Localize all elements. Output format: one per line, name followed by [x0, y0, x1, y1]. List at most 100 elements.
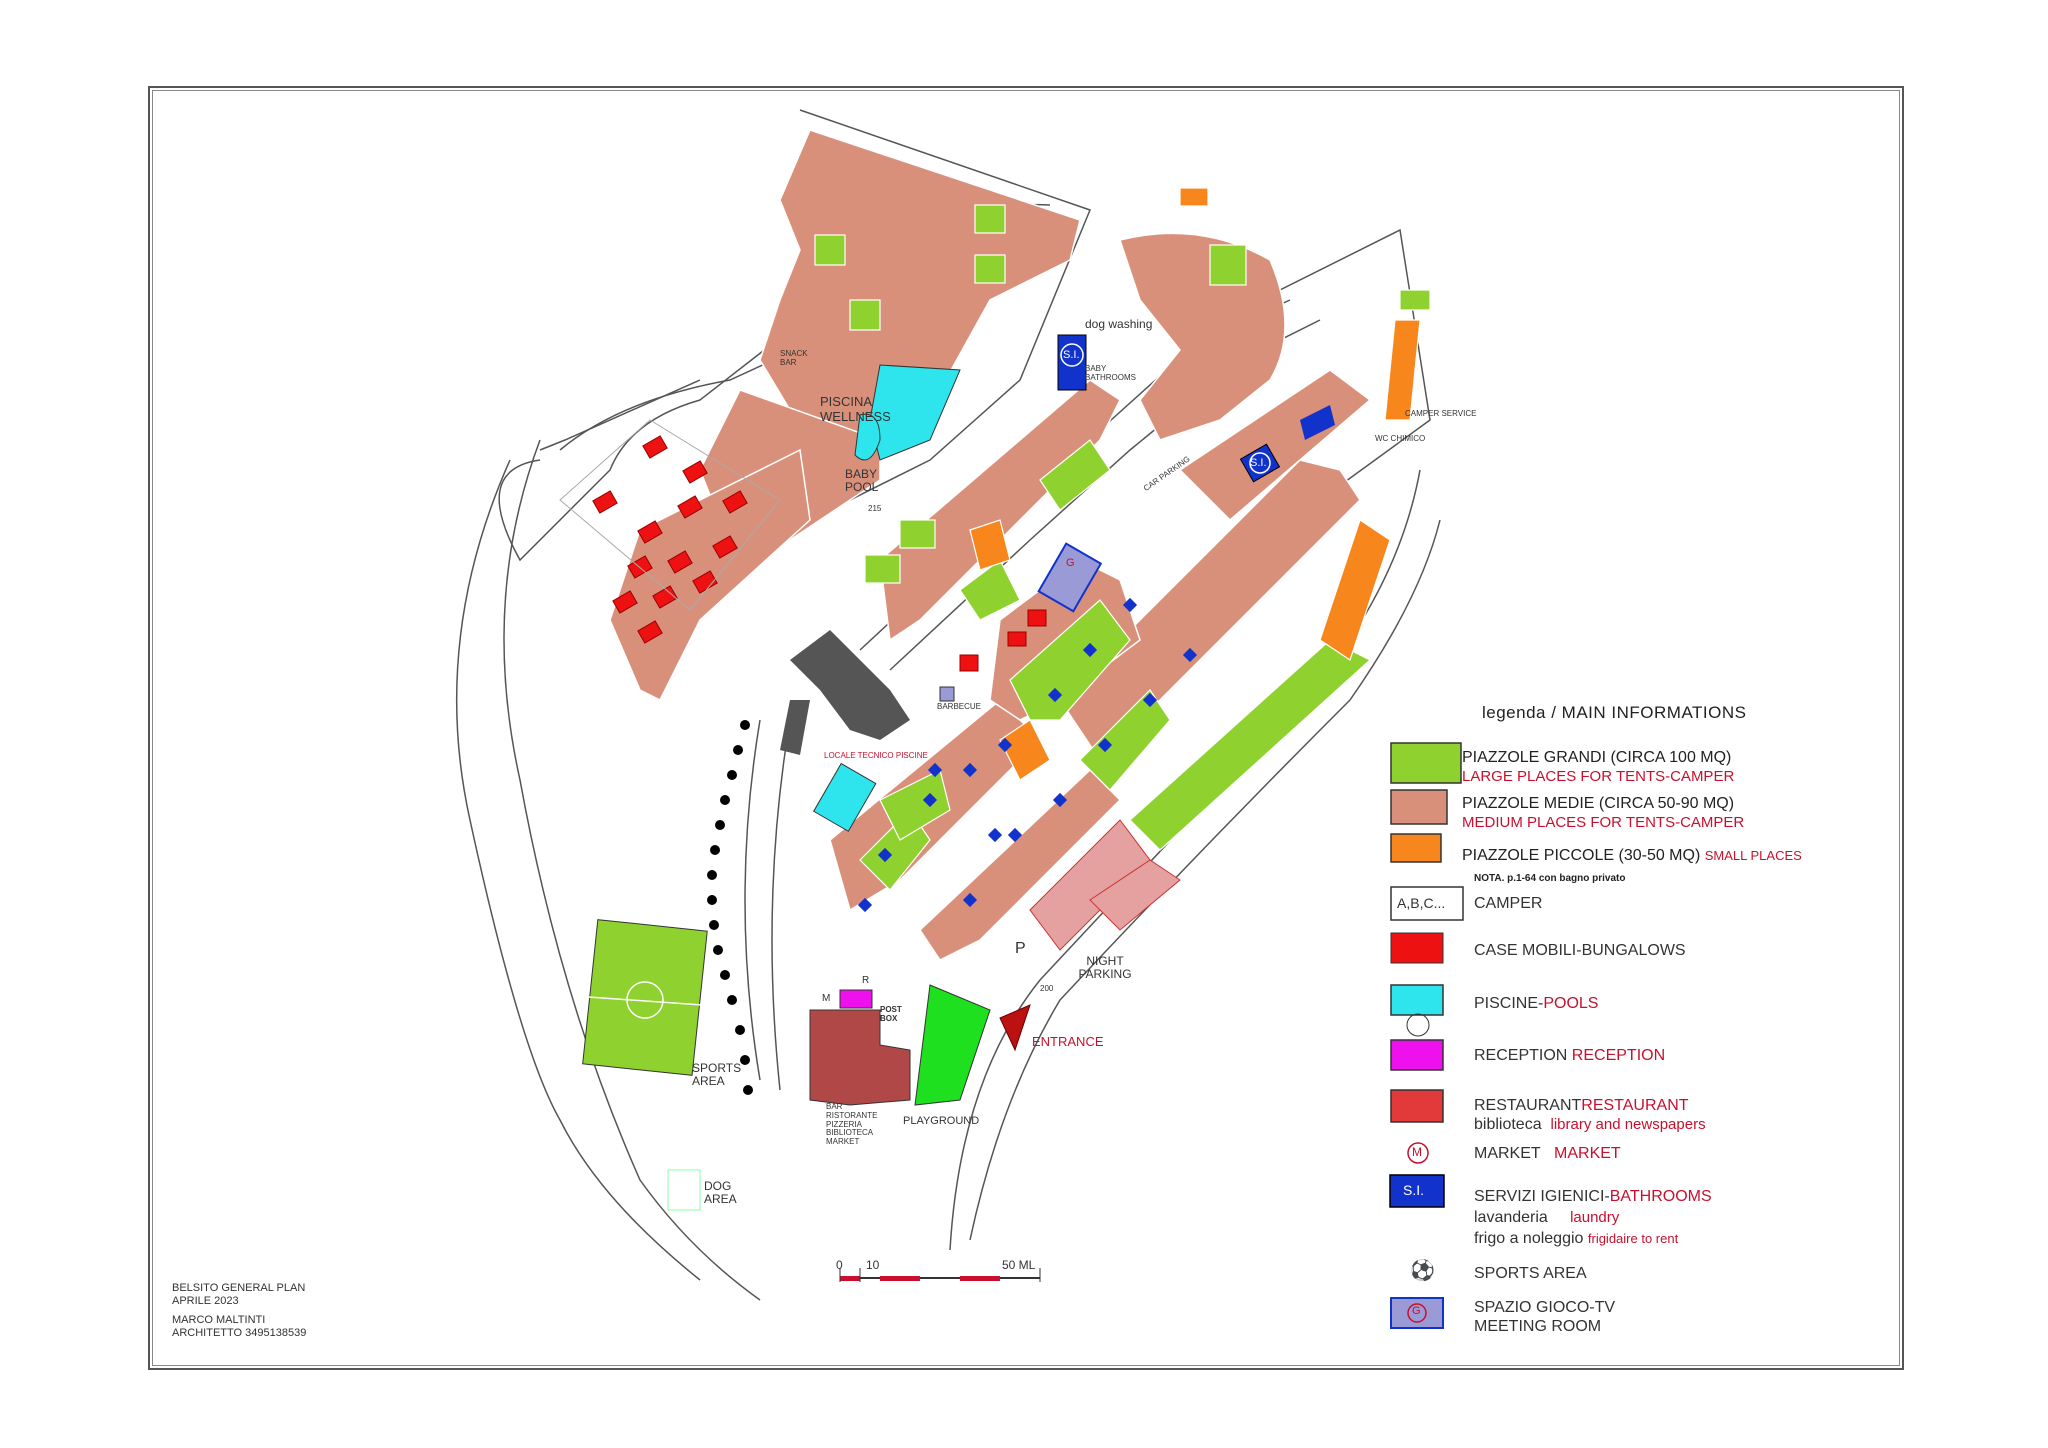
road-outline [799, 109, 1091, 521]
legend-item-large: PIAZZOLE GRANDI (CIRCA 100 MQ) LARGE PLA… [1390, 748, 1734, 786]
pitch-large-row [1129, 639, 1372, 851]
label-si-2: S.I. [1250, 457, 1267, 469]
legend-medium-en: MEDIUM PLACES FOR TENTS-CAMPER [1462, 814, 1745, 831]
road-outline [539, 379, 701, 451]
private-bath-marker [1047, 687, 1063, 703]
legend-bathrooms-it: SERVIZI IGIENICI- [1474, 1188, 1610, 1205]
pitch-area-central [879, 379, 1121, 642]
plan-author: MARCO MALTINTI [172, 1314, 266, 1326]
pitch-large-cluster [1079, 689, 1171, 791]
legend-reception: RECEPTION RECEPTION [1474, 1047, 1665, 1065]
legend-reception-en: RECEPTION [1571, 1047, 1666, 1064]
legend-biblioteca-it: biblioteca [1474, 1116, 1542, 1133]
label-dog-washing: dog washing [1085, 317, 1153, 331]
night-parking-hatch [1089, 859, 1181, 931]
map-frame-inner [152, 90, 1900, 1366]
legend-title: legenda / MAIN INFORMATIONS [1482, 703, 1747, 722]
pitch-small-row [1384, 319, 1421, 421]
legend-swatch-large [1390, 742, 1462, 784]
private-bath-marker [962, 762, 978, 778]
legend-sports: SPORTS AREA [1474, 1265, 1587, 1282]
scale-label-0: 0 [836, 1258, 843, 1272]
label-camper-service: CAMPER SERVICE [1405, 409, 1477, 418]
legend-item-small: PIAZZOLE PICCOLE (30-50 MQ) SMALL PLACES [1390, 846, 1802, 865]
legend-swatch-reception [1406, 1013, 1430, 1037]
tree [713, 945, 723, 955]
pitch-large-cluster [959, 559, 1021, 621]
tree [720, 795, 730, 805]
legend-swatch-meeting [1390, 1297, 1444, 1329]
playground-area [914, 984, 991, 1106]
sports-icon: ⚽ [1410, 1260, 1435, 1282]
bungalow [959, 654, 979, 672]
tree [710, 845, 720, 855]
tree [720, 970, 730, 980]
label-piscina: PISCINA [820, 394, 873, 409]
label-reception-r: R [862, 975, 870, 986]
legend-small-en: SMALL PLACES [1704, 848, 1802, 863]
plan-credits: BELSITO GENERAL PLAN APRILE 2023 MARCO M… [172, 1282, 306, 1340]
private-bath-marker [962, 892, 978, 908]
bungalow [677, 495, 703, 519]
plan-role: ARCHITETTO 3495138539 [172, 1327, 307, 1339]
bungalow [612, 590, 638, 614]
legend-meeting-it: SPAZIO GIOCO-TV [1474, 1299, 1616, 1316]
map-frame [148, 86, 1904, 1370]
sports-field-line [587, 996, 703, 1006]
barbecue-spot [939, 686, 955, 702]
bathroom-si-mark [1060, 343, 1084, 367]
scale-bar [839, 1268, 1041, 1282]
legend-swatch-pool [1390, 984, 1444, 1016]
tree [740, 1055, 750, 1065]
pitch-large-cluster [1009, 599, 1131, 721]
legend-swatch-meeting-g [1407, 1303, 1427, 1323]
legend-market-it: MARKET [1474, 1145, 1541, 1162]
legend-bathrooms: SERVIZI IGIENICI-BATHROOMS lavanderia la… [1474, 1186, 1712, 1249]
bungalow [652, 585, 678, 609]
bungalow [712, 535, 738, 559]
label-barbecue: BARBECUE [937, 702, 982, 711]
pitch-large [1209, 244, 1247, 286]
legend-swatch-restaurant [1390, 1089, 1444, 1123]
bungalow [627, 555, 653, 579]
tree [735, 1025, 745, 1035]
bungalow [1007, 631, 1027, 647]
tree [733, 745, 743, 755]
legend-laundry-en: laundry [1570, 1209, 1620, 1226]
label-entrance: ENTRANCE [1032, 1034, 1104, 1049]
pitch-large-spot [1399, 289, 1431, 311]
label-sports-area: SPORTS AREA [692, 1061, 742, 1089]
legend-bungalow: CASE MOBILI-BUNGALOWS [1474, 942, 1686, 959]
private-bath-marker [1052, 792, 1068, 808]
legend-pools-it: PISCINE- [1474, 995, 1544, 1012]
pitch-small-row [1319, 519, 1391, 661]
reception-building [839, 989, 873, 1009]
pitch-small-row [969, 519, 1011, 571]
service-building [790, 630, 910, 740]
legend-restaurant-it: RESTAURANT [1474, 1097, 1582, 1114]
private-bath-marker [1097, 737, 1113, 753]
pitch-large-cluster [879, 769, 951, 841]
label-bar-list: BAR RISTORANTE PIZZERIA BIBLIOTECA MARKE… [826, 1102, 878, 1147]
entrance-marker [999, 1004, 1031, 1052]
label-baby-pool: BABY POOL [845, 467, 879, 495]
legend-large-it: PIAZZOLE GRANDI (CIRCA 100 MQ) [1462, 749, 1732, 766]
legend-swatch-camper [1390, 886, 1464, 921]
road-outline [503, 439, 761, 1301]
label-200: 200 [1040, 984, 1054, 993]
legend-camper: CAMPER [1474, 895, 1543, 912]
pitch-large [974, 254, 1006, 284]
private-bath-marker [877, 847, 893, 863]
tree [709, 920, 719, 930]
private-bath-marker [997, 737, 1013, 753]
pitch-large [899, 519, 936, 549]
bungalow [682, 460, 708, 484]
legend-market-en: MARKET [1554, 1145, 1621, 1162]
legend-swatch-medium [1390, 789, 1448, 825]
bathroom-strip [1300, 405, 1335, 440]
legend-reception-it: RECEPTION [1474, 1047, 1568, 1064]
bungalow [637, 520, 663, 544]
label-wellness: WELLNESS [820, 409, 891, 424]
tree [743, 1085, 753, 1095]
